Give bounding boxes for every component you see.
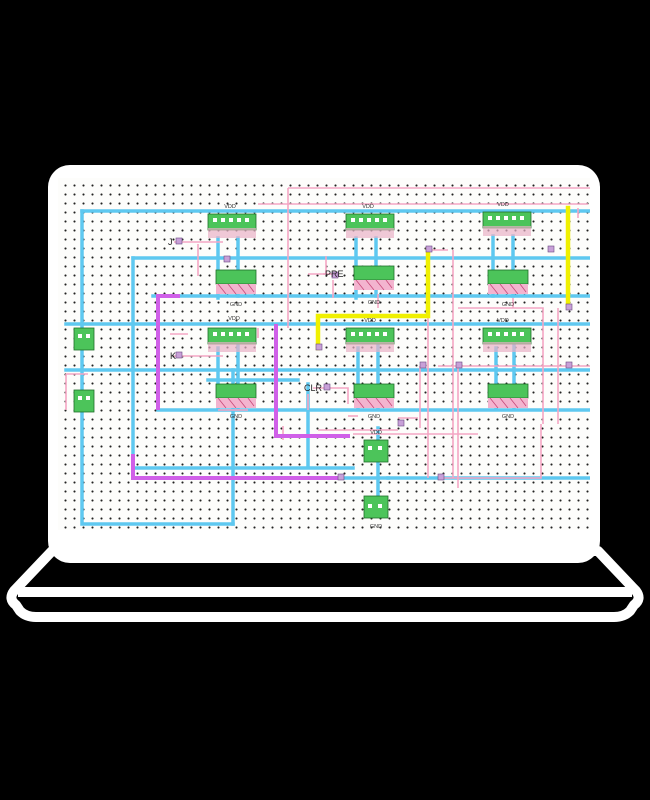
cell-3-pmos	[482, 211, 532, 236]
cell-8-nmos	[73, 389, 95, 413]
cell-7-pmos	[363, 439, 389, 463]
laptop-base	[6, 546, 644, 622]
gnd-label-3: GND	[502, 302, 514, 308]
transistor-cells	[73, 211, 532, 519]
vdd-label-2: VDD	[362, 204, 374, 210]
vdd-label-1: VDD	[224, 204, 236, 210]
vdd-label-7: VDD	[370, 430, 382, 436]
cell-6-pmos	[482, 327, 532, 352]
gnd-label-5: GND	[368, 414, 380, 420]
cell-6-nmos	[487, 383, 529, 409]
circuit-schematic: VDD VDD VDD VDD VDD VDD VDD GND GND GND …	[64, 187, 590, 530]
cell-1-nmos	[215, 269, 257, 295]
poly-wires	[65, 187, 590, 488]
vdd-label-4: VDD	[228, 316, 240, 322]
cell-7-nmos	[363, 495, 389, 519]
cell-4-nmos	[215, 383, 257, 409]
port-k-label: K	[170, 351, 176, 361]
vias	[175, 237, 573, 481]
vdd-label-5: VDD	[364, 318, 376, 324]
cell-1-pmos	[207, 213, 257, 238]
port-labels: J K PRE CLR	[168, 237, 344, 393]
cell-8-pmos	[73, 327, 95, 351]
cell-5-nmos	[353, 383, 395, 409]
port-clock-label: J	[168, 237, 173, 247]
gnd-label-1: GND	[230, 302, 242, 308]
cell-5-pmos	[345, 327, 395, 352]
cell-2-nmos	[353, 265, 395, 291]
cell-4-pmos	[207, 327, 257, 352]
gnd-label-4: GND	[230, 414, 242, 420]
metal2-wires	[131, 294, 350, 480]
gnd-label-7: GND	[370, 524, 382, 530]
gnd-label-2: GND	[368, 300, 380, 306]
port-preset-label: PRE	[325, 269, 344, 279]
power-labels: VDD VDD VDD VDD VDD VDD VDD GND GND GND …	[224, 202, 514, 530]
vdd-label-3: VDD	[497, 202, 509, 208]
gnd-label-6: GND	[502, 414, 514, 420]
metal3-wires	[315, 205, 571, 351]
cell-3-nmos	[487, 269, 529, 295]
port-clear-label: CLR	[304, 383, 323, 393]
vdd-label-6: VDD	[497, 318, 509, 324]
cell-2-pmos	[345, 213, 395, 238]
circuit-canvas: VDD VDD VDD VDD VDD VDD VDD GND GND GND …	[58, 178, 590, 530]
